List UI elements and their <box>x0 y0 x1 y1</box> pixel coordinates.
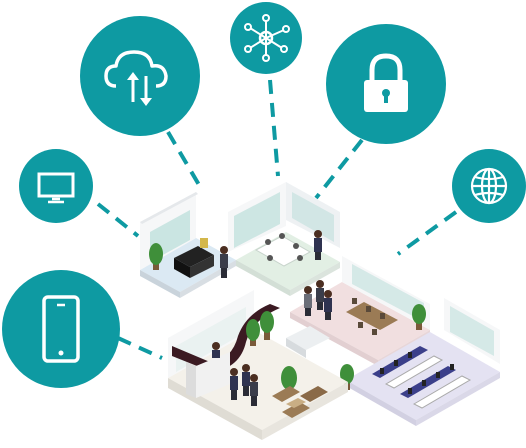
smartphone-icon <box>2 270 120 388</box>
workstation-room <box>340 298 500 426</box>
person <box>212 342 220 358</box>
person <box>242 364 250 396</box>
plant <box>412 304 426 330</box>
person <box>324 290 332 320</box>
globe-icon <box>452 149 526 223</box>
padlock-icon <box>326 24 446 144</box>
connector-padlock <box>314 138 364 200</box>
person <box>230 368 238 400</box>
monitor-icon <box>19 149 93 223</box>
person <box>304 286 312 316</box>
plant <box>260 311 274 340</box>
connector-monitor <box>96 202 140 238</box>
plant <box>246 319 260 346</box>
connector-cloud <box>166 130 204 192</box>
stairs <box>286 326 330 350</box>
lounge-seating <box>272 386 328 418</box>
plant <box>149 243 163 270</box>
office-floor <box>140 182 500 440</box>
person <box>250 374 258 406</box>
cloud-sync-icon <box>80 16 200 136</box>
connector-smartphone <box>117 336 163 360</box>
reception-lobby <box>168 290 348 440</box>
executive-office <box>140 192 236 298</box>
person <box>316 280 324 310</box>
meeting-room-green <box>228 182 340 296</box>
person <box>220 246 228 278</box>
connector-network <box>268 79 280 177</box>
network-hub-icon <box>230 2 302 74</box>
conference-room-pink <box>290 256 430 366</box>
connector-lines <box>96 79 458 360</box>
person <box>314 230 322 260</box>
connector-globe <box>396 210 458 256</box>
